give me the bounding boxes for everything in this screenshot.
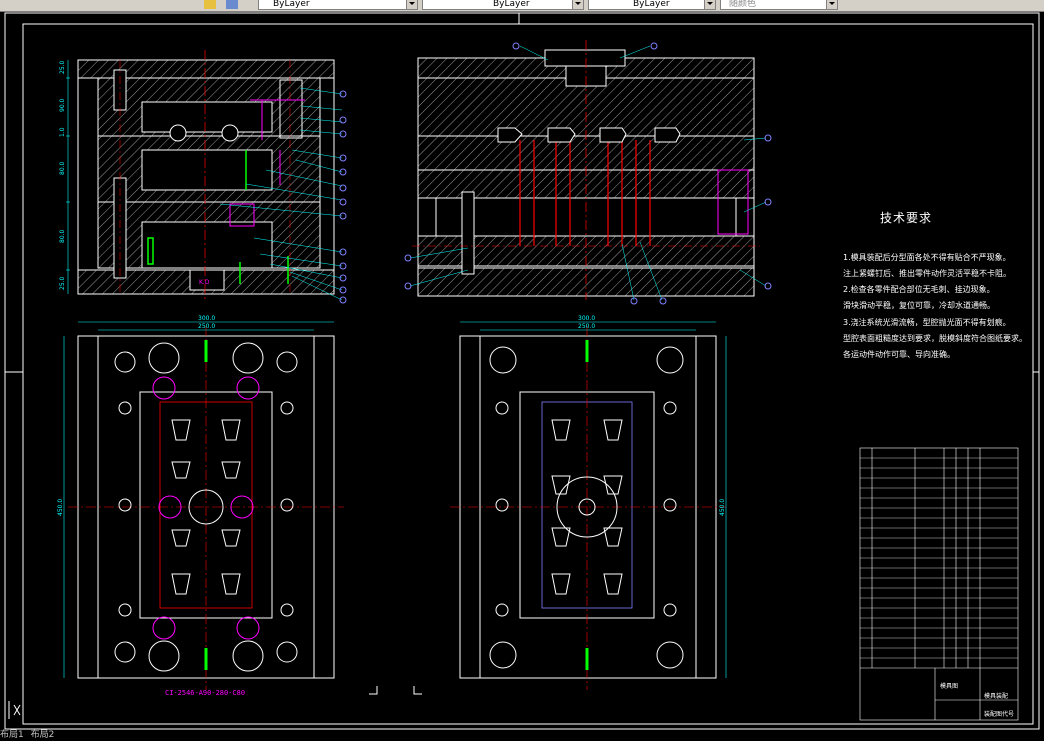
corner-marks: [369, 686, 422, 695]
chevron-down-icon[interactable]: [704, 0, 715, 9]
linetype-control-value: ByLayer: [493, 0, 530, 9]
linetype-control-dropdown[interactable]: ByLayer: [422, 0, 584, 10]
svg-text:450.0: 450.0: [719, 499, 726, 516]
left-plan-dims: 300.0 250.0 450.0: [57, 315, 215, 516]
tech-requirement-line: 滑块滑动平稳，复位可靠，冷却水道通畅。: [843, 301, 995, 310]
title-block: [859, 447, 1019, 721]
tech-requirements-title: 技术要求: [880, 211, 933, 225]
svg-text:80.0: 80.0: [59, 161, 66, 175]
tech-requirement-line: 1.模具装配后分型面各处不得有贴合不严现象。: [843, 253, 1011, 262]
tech-requirement-line: 注上紧螺钉后、推出零件动作灵活平稳不卡阻。: [843, 269, 1011, 278]
part-number-label: CI-2546-A90-280-C80: [165, 689, 246, 697]
svg-text:300.0: 300.0: [198, 315, 215, 322]
left-section-view: K.D 25.0 90.0 1.0 80.0 80.0 25: [59, 50, 347, 304]
right-section-view: [404, 40, 772, 305]
layer-state-icon[interactable]: [204, 0, 216, 9]
title-block-company: 模具图: [940, 682, 958, 690]
properties-toolbar: ByLayer ByLayer ByLayer 随颜色: [0, 0, 1044, 12]
svg-text:250.0: 250.0: [198, 323, 215, 330]
plotstyle-control-dropdown[interactable]: 随颜色: [720, 0, 838, 10]
title-block-drawing-name: 模具装配: [984, 692, 1008, 700]
left-plan-view: 300.0 250.0 450.0: [57, 315, 344, 690]
tab-layout-2[interactable]: 布局2: [30, 730, 55, 740]
left-section-balloons: [339, 90, 347, 304]
bom-rows: [860, 457, 1018, 659]
color-control-dropdown[interactable]: ByLayer: [258, 0, 418, 10]
right-plan-view: 300.0 250.0 450.0: [450, 315, 727, 690]
svg-text:80.0: 80.0: [59, 229, 66, 243]
tab-layout-1[interactable]: 布局1: [0, 730, 24, 740]
layer-previous-icon[interactable]: [226, 0, 238, 9]
chevron-down-icon[interactable]: [826, 0, 837, 9]
right-plan-dims: 300.0 250.0 450.0: [578, 315, 726, 516]
svg-text:1.0: 1.0: [59, 127, 66, 137]
chevron-down-icon[interactable]: [572, 0, 583, 9]
tech-requirement-line: 3.浇注系统光滑流畅，型腔抛光面不得有划痕。: [843, 318, 1011, 327]
color-control-value: ByLayer: [273, 0, 310, 9]
svg-text:250.0: 250.0: [578, 323, 595, 330]
label-kd: K.D: [199, 279, 210, 286]
left-section-dims: 25.0 90.0 1.0 80.0 80.0 25.0: [59, 60, 66, 290]
title-block-drawing-no: 装配图代号: [984, 710, 1014, 718]
tech-requirement-line: 型腔表面粗糙度达到要求，脱模斜度符合图纸要求。: [843, 334, 1027, 343]
drawing-frame: [4, 12, 1040, 730]
drawing-canvas[interactable]: K.D 25.0 90.0 1.0 80.0 80.0 25: [0, 11, 1044, 741]
plotstyle-control-value: 随颜色: [729, 0, 757, 9]
tech-requirement-line: 2.检查各零件配合部位无毛刺、挂边现象。: [843, 285, 995, 294]
lineweight-control-dropdown[interactable]: ByLayer: [588, 0, 716, 10]
right-section-balloons: [404, 42, 772, 305]
cavity-inserts: [171, 419, 241, 595]
tech-requirement-line: 各运动件动作可靠、导向准确。: [843, 350, 955, 359]
svg-text:90.0: 90.0: [59, 98, 66, 112]
svg-text:300.0: 300.0: [578, 315, 595, 322]
svg-text:450.0: 450.0: [57, 499, 64, 516]
svg-text:25.0: 25.0: [59, 60, 66, 74]
svg-text:25.0: 25.0: [59, 276, 66, 290]
ucs-icon: [8, 701, 21, 719]
layout-tabs: 布局1 布局2: [0, 730, 58, 741]
lineweight-control-value: ByLayer: [633, 0, 670, 9]
chevron-down-icon[interactable]: [406, 0, 417, 9]
